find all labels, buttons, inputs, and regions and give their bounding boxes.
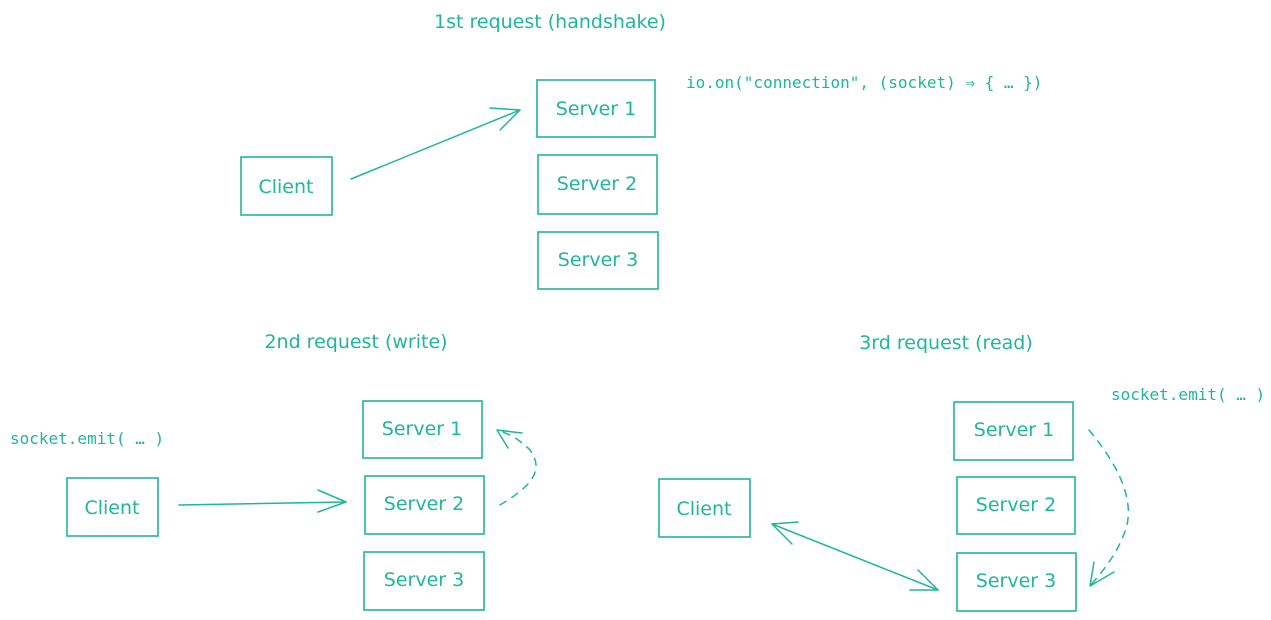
client-label: Client bbox=[676, 498, 731, 520]
server-box-frame bbox=[956, 476, 1076, 535]
dashed-arrow-server-1-to-server-3 bbox=[1088, 429, 1129, 587]
code-snippet-emit: socket.emit( … ) bbox=[1111, 385, 1265, 404]
server-box-1: Server 1 bbox=[953, 401, 1074, 461]
server-label: Server 2 bbox=[384, 493, 464, 515]
client-box-frame bbox=[66, 477, 159, 537]
server-box-frame bbox=[953, 401, 1074, 461]
server-box-1: Server 1 bbox=[362, 400, 483, 459]
section-read: 3rd request (read) socket.emit( … ) Clie… bbox=[658, 332, 1265, 612]
server-box-frame bbox=[956, 552, 1077, 612]
server-box-1: Server 1 bbox=[536, 79, 656, 138]
server-box-2: Server 2 bbox=[364, 475, 485, 535]
client-box-frame bbox=[658, 478, 751, 538]
server-box-frame bbox=[536, 79, 656, 138]
server-box-frame bbox=[362, 400, 483, 459]
server-label: Server 1 bbox=[382, 418, 462, 440]
section-title-read: 3rd request (read) bbox=[859, 332, 1033, 354]
double-arrow-client-server-3 bbox=[771, 521, 939, 591]
server-box-3: Server 3 bbox=[363, 551, 485, 611]
section-title-handshake: 1st request (handshake) bbox=[434, 11, 666, 33]
server-box-frame bbox=[363, 551, 485, 611]
server-label: Server 3 bbox=[384, 569, 464, 591]
arrow-client-to-server-2 bbox=[178, 489, 347, 513]
client-box: Client bbox=[240, 156, 333, 216]
server-label: Server 1 bbox=[556, 98, 636, 120]
client-box-frame bbox=[240, 156, 333, 216]
section-title-write: 2nd request (write) bbox=[264, 331, 447, 353]
client-label: Client bbox=[258, 176, 313, 198]
section-write: 2nd request (write) socket.emit( … ) Cli… bbox=[10, 331, 537, 611]
server-box-3: Server 3 bbox=[956, 552, 1077, 612]
server-label: Server 3 bbox=[976, 570, 1056, 592]
code-snippet-emit: socket.emit( … ) bbox=[10, 429, 164, 448]
client-box: Client bbox=[66, 477, 159, 537]
server-label: Server 2 bbox=[976, 494, 1056, 516]
server-box-3: Server 3 bbox=[537, 231, 659, 290]
dashed-arrow-server-2-to-server-1 bbox=[496, 429, 537, 506]
arrow-client-to-server-1 bbox=[350, 107, 521, 180]
server-label: Server 3 bbox=[558, 249, 638, 271]
server-box-frame bbox=[364, 475, 485, 535]
server-label: Server 1 bbox=[974, 419, 1054, 441]
client-label: Client bbox=[84, 497, 139, 519]
server-box-frame bbox=[537, 231, 659, 290]
section-handshake: 1st request (handshake) io.on("connectio… bbox=[240, 11, 1042, 290]
code-snippet-connection: io.on("connection", (socket) ⇒ { … }) bbox=[686, 73, 1042, 92]
server-box-2: Server 2 bbox=[956, 476, 1076, 535]
server-box-frame bbox=[537, 154, 658, 215]
server-label: Server 2 bbox=[557, 173, 637, 195]
server-box-2: Server 2 bbox=[537, 154, 658, 215]
client-box: Client bbox=[658, 478, 751, 538]
